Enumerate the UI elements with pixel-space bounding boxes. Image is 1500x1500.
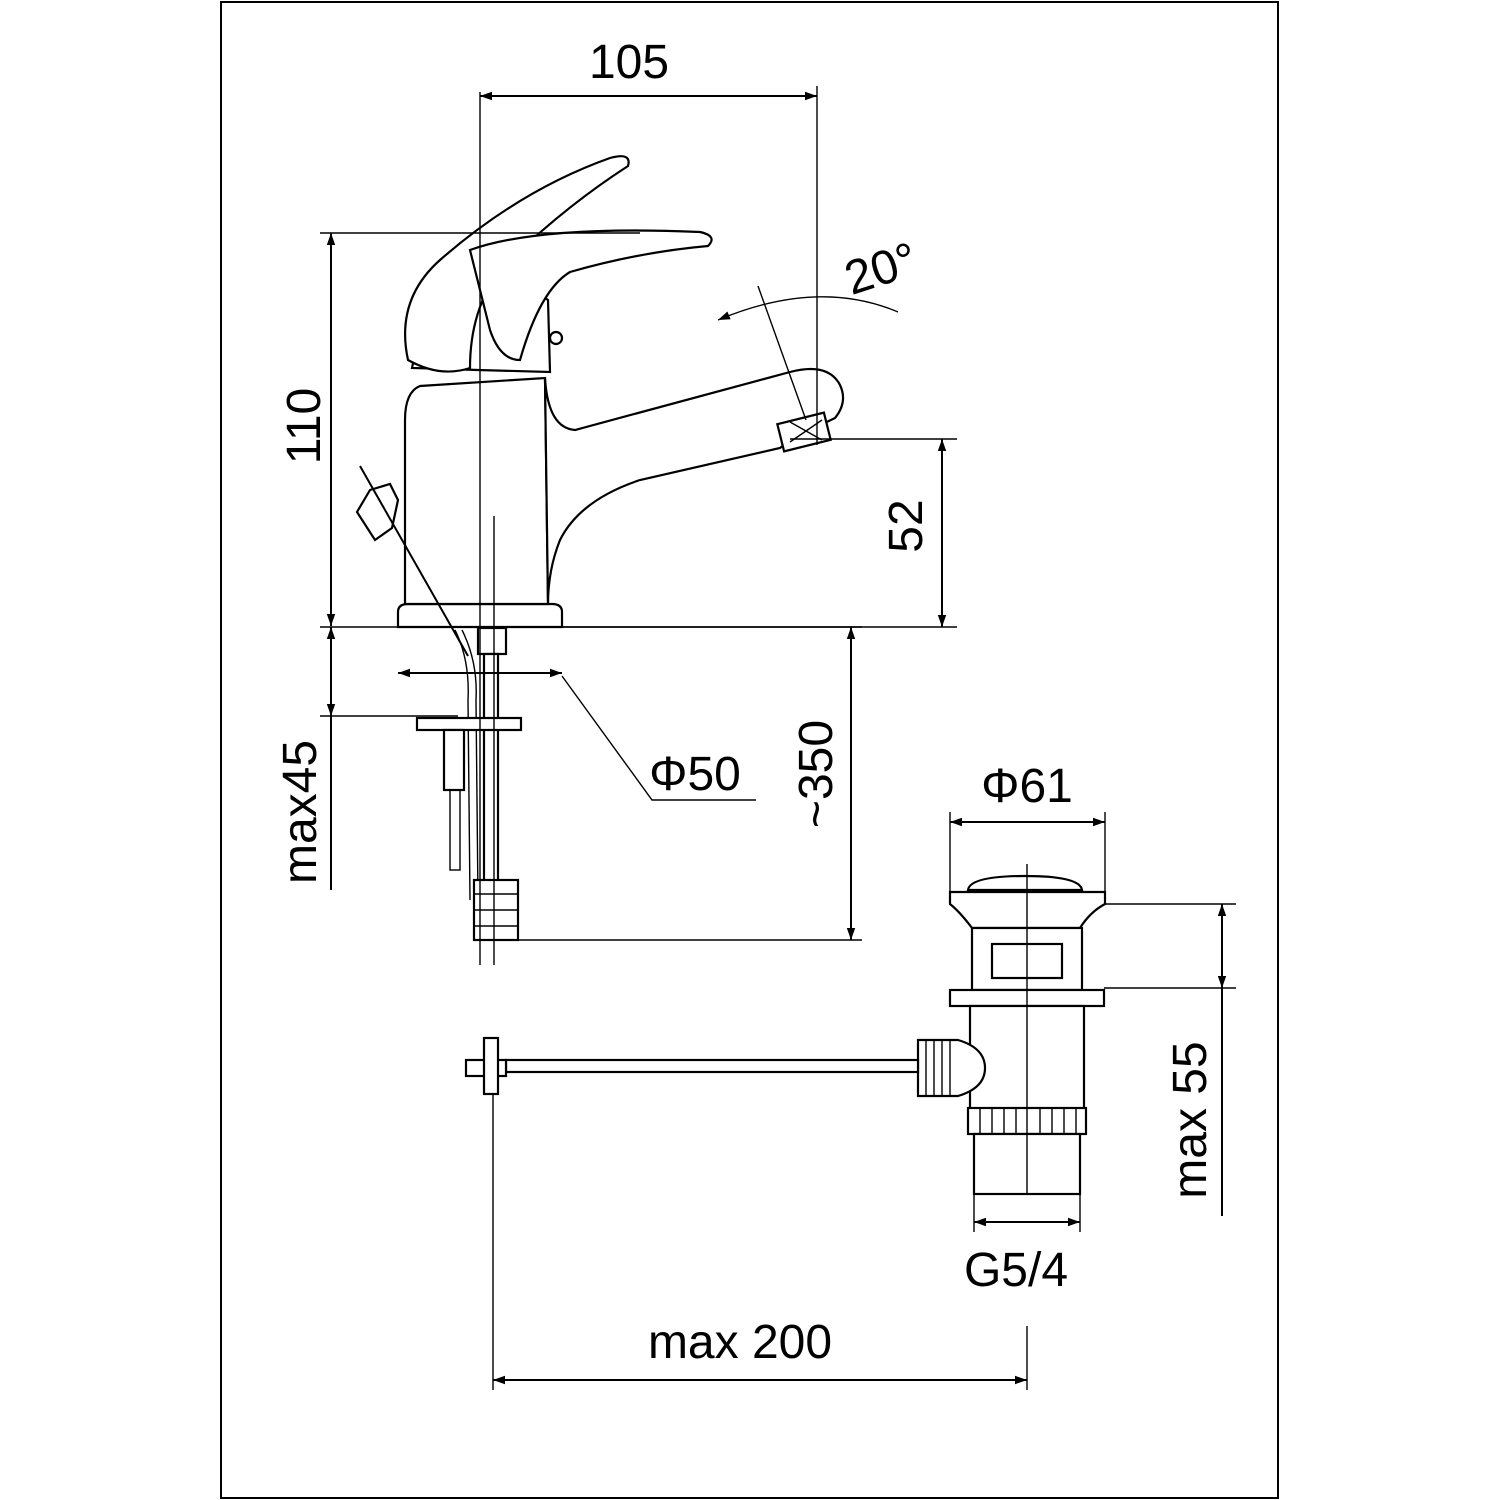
- dim-text-110: 110: [278, 388, 331, 465]
- dim-waste-diameter: Φ61: [949, 760, 1106, 892]
- dim-deck-thickness: max45: [274, 627, 458, 890]
- faucet-spout: [543, 367, 845, 605]
- faucet: [355, 92, 845, 965]
- dim-text-350: ~350: [790, 720, 843, 828]
- handle-lever: [404, 155, 630, 373]
- handle-screw: [548, 330, 564, 346]
- dim-text-max55: max 55: [1164, 1041, 1217, 1198]
- lever-blade: [468, 229, 713, 362]
- dim-spout-height: 52: [320, 438, 957, 628]
- dim-text-phi50: Φ50: [649, 748, 741, 801]
- dim-text-g54: G5/4: [964, 1244, 1068, 1297]
- supply-hoses: [415, 626, 523, 942]
- dim-text-max200: max 200: [648, 1316, 832, 1369]
- drawing-frame: [220, 1, 1279, 1499]
- popup-rod: [504, 1058, 920, 1074]
- dim-base-diameter: Φ50: [398, 668, 756, 801]
- faucet-body: [403, 376, 550, 606]
- dim-total-height: 110: [278, 232, 640, 626]
- dim-waste-thread: G5/4: [964, 1194, 1081, 1297]
- dim-text-max45: max45: [274, 740, 327, 884]
- dim-text-20deg: 20°: [839, 233, 924, 306]
- dim-text-52: 52: [880, 499, 933, 552]
- dim-text-105: 105: [589, 36, 669, 89]
- dim-hose-length: ~350: [478, 626, 862, 941]
- popup-knob: [355, 465, 469, 657]
- waste-plug: [966, 874, 1084, 892]
- dim-rod-length: max 200: [492, 1094, 1028, 1390]
- waste-side-nut: [916, 1038, 987, 1098]
- dim-spout-reach: 105: [480, 36, 818, 445]
- dim-waste-height: max 55: [1104, 903, 1236, 1216]
- rod-clip: [464, 1036, 508, 1096]
- popup-waste: [464, 864, 1107, 1196]
- dim-text-phi61: Φ61: [981, 760, 1073, 813]
